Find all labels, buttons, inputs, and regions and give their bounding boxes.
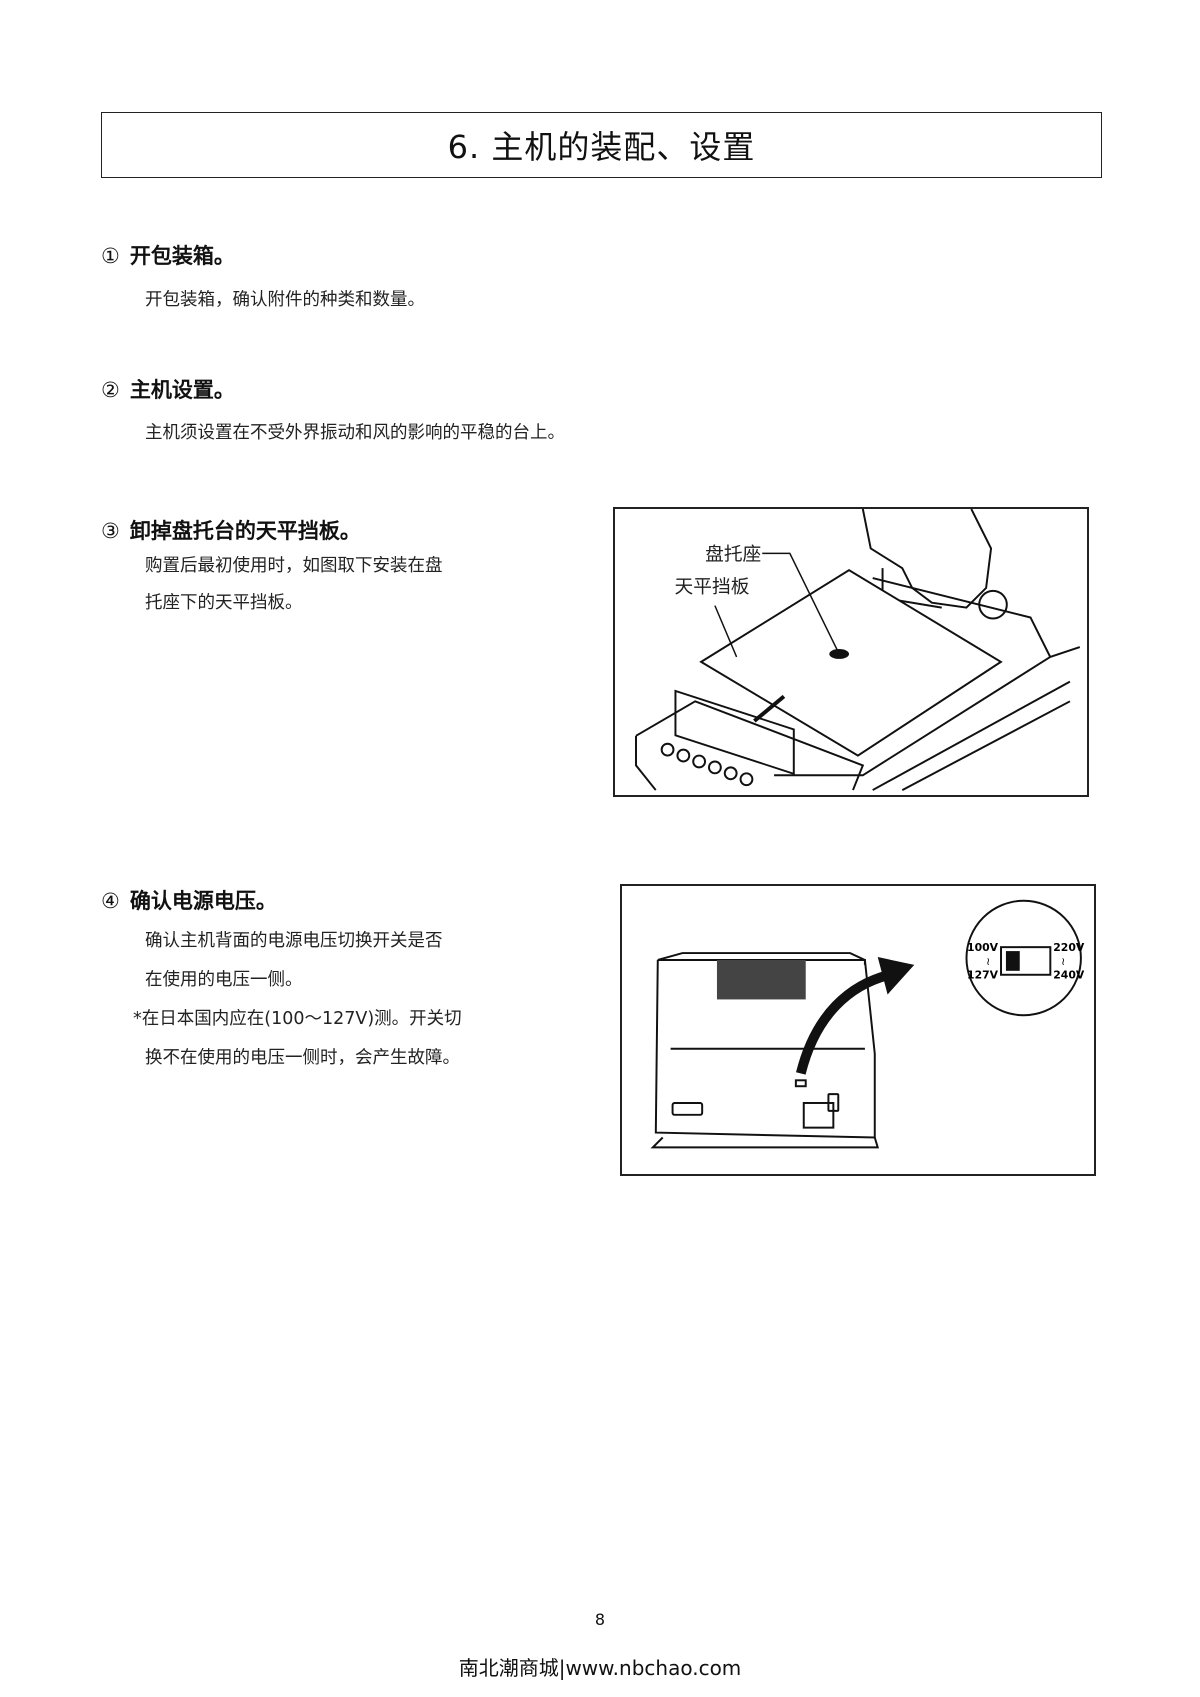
step-4-text-line: 在使用的电压一侧。 bbox=[145, 970, 303, 990]
balance-shield-illustration: 盘托座 天平挡板 bbox=[635, 509, 1081, 791]
step-4-text-line: 确认主机背面的电源电压切换开关是否 bbox=[145, 931, 443, 951]
label-100v: 100V bbox=[967, 941, 999, 954]
page-title: 6. 主机的装配、设置 bbox=[447, 128, 756, 166]
label-127v: 127V bbox=[967, 969, 999, 982]
step-title: 主机设置。 bbox=[129, 378, 235, 402]
step-3-text-line: 托座下的天平挡板。 bbox=[145, 593, 303, 613]
vent-grille bbox=[716, 959, 806, 1000]
label-220v: 220V bbox=[1053, 941, 1085, 954]
balance-rear-illustration: 100V ≀ 127V 220V ≀ 240V bbox=[650, 899, 1085, 1149]
step-title: 开包装箱。 bbox=[129, 244, 235, 268]
step-number: ③ bbox=[101, 519, 120, 543]
step-number: ④ bbox=[101, 889, 120, 913]
step-title: 确认电源电压。 bbox=[129, 889, 277, 913]
label-shield: 天平挡板 bbox=[675, 577, 750, 598]
step-1-text: 开包装箱，确认附件的种类和数量。 bbox=[145, 290, 425, 310]
shield-plate bbox=[699, 568, 1003, 757]
step-2-heading: ② 主机设置。 bbox=[101, 374, 235, 404]
figure-remove-shield: 盘托座 天平挡板 bbox=[613, 507, 1089, 797]
label-240v: 240V bbox=[1053, 969, 1085, 982]
footer-watermark: 南北潮商城|www.nbchao.com bbox=[458, 1656, 742, 1680]
label-range-left: ≀ bbox=[986, 955, 990, 968]
step-4-heading: ④ 确认电源电压。 bbox=[101, 885, 277, 915]
label-pan-base: 盘托座 bbox=[705, 544, 761, 565]
step-number: ② bbox=[101, 378, 120, 402]
step-4-note-line: *在日本国内应在(100～127V)测。开关切 bbox=[133, 1009, 462, 1029]
step-number: ① bbox=[101, 244, 120, 268]
step-title: 卸掉盘托台的天平挡板。 bbox=[129, 519, 361, 543]
section-title-box: 6. 主机的装配、设置 bbox=[101, 112, 1102, 178]
page-number: 8 bbox=[594, 1610, 606, 1629]
figure-voltage-switch: 100V ≀ 127V 220V ≀ 240V bbox=[620, 884, 1096, 1176]
step-4-note-line: 换不在使用的电压一侧时，会产生故障。 bbox=[145, 1048, 460, 1068]
step-2-text: 主机须设置在不受外界振动和风的影响的平稳的台上。 bbox=[145, 423, 565, 443]
label-range-right: ≀ bbox=[1061, 955, 1065, 968]
step-3-heading: ③ 卸掉盘托台的天平挡板。 bbox=[101, 515, 361, 545]
step-1-heading: ① 开包装箱。 bbox=[101, 240, 235, 270]
step-3-text-line: 购置后最初使用时，如图取下安装在盘 bbox=[145, 556, 443, 576]
